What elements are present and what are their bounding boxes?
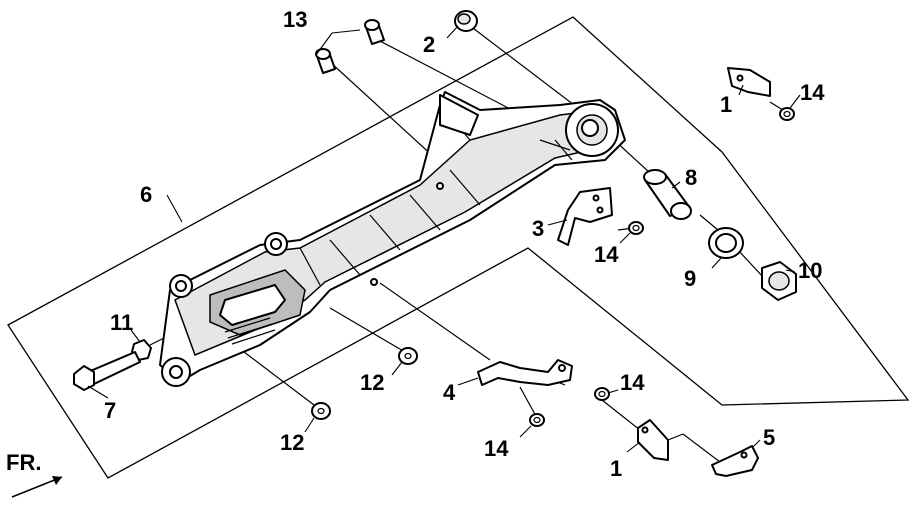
washer-9 xyxy=(708,227,744,259)
callout-5: 5 xyxy=(763,425,775,450)
bushing-2 xyxy=(454,10,478,32)
callout-1-lower: 1 xyxy=(610,456,622,481)
callout-8: 8 xyxy=(685,165,697,190)
callout-14-lower-left: 14 xyxy=(484,436,509,461)
bolt-14-b xyxy=(628,221,644,235)
clip-1-upper xyxy=(727,67,771,97)
swingarm-body xyxy=(159,91,626,387)
front-direction-arrow xyxy=(11,476,63,498)
washer-12-upper xyxy=(398,347,418,365)
collar-8 xyxy=(643,169,692,220)
callout-2: 2 xyxy=(423,32,435,57)
leader-lines xyxy=(87,25,801,463)
bracket-3 xyxy=(557,187,613,246)
nut-10 xyxy=(761,261,797,301)
callout-12-lower: 12 xyxy=(280,430,304,455)
callout-14-lower-right: 14 xyxy=(620,370,645,395)
callout-14-upper: 14 xyxy=(800,80,825,105)
bracket-4 xyxy=(477,359,573,386)
callout-14-middle: 14 xyxy=(594,242,619,267)
callout-9: 9 xyxy=(684,266,696,291)
bolt-14-c xyxy=(529,413,545,427)
callout-7: 7 xyxy=(104,398,116,423)
callout-3: 3 xyxy=(532,216,544,241)
callout-11: 11 xyxy=(110,310,133,335)
callout-1-upper: 1 xyxy=(720,92,732,117)
spacer-13-upper xyxy=(364,19,385,45)
spacer-13-lower xyxy=(315,48,336,74)
assembly-frame xyxy=(7,16,910,479)
front-direction-label: FR. xyxy=(6,450,41,475)
bracket-5 xyxy=(711,445,759,477)
bolt-14-d xyxy=(594,387,610,401)
bolt-7 xyxy=(73,351,141,391)
bolt-14-a xyxy=(779,107,795,121)
callout-10: 10 xyxy=(798,258,822,283)
washer-12-lower xyxy=(311,402,331,420)
callout-13: 13 xyxy=(283,7,307,32)
clip-1-lower xyxy=(637,419,669,461)
callout-6: 6 xyxy=(140,182,152,207)
callout-4: 4 xyxy=(443,380,456,405)
callout-12-upper: 12 xyxy=(360,370,384,395)
